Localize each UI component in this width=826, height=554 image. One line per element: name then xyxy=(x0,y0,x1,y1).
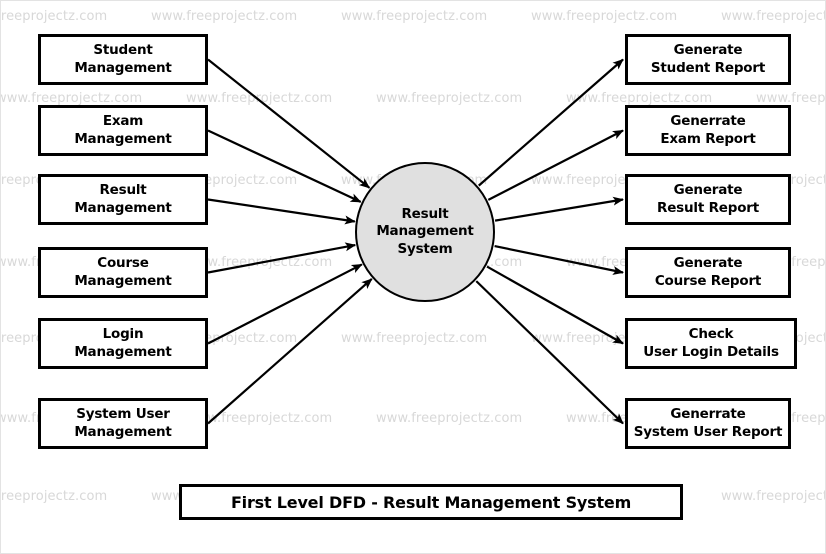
flow-system-user-management-to-process xyxy=(207,278,373,425)
flow-login-management-to-process xyxy=(207,263,363,345)
flow-course-management-to-process xyxy=(207,242,357,274)
watermark-text: www.freeprojectz.com xyxy=(566,91,713,106)
flow-result-management-to-process xyxy=(207,198,356,225)
watermark-text: www.freeprojectz.com xyxy=(151,9,298,24)
watermark-text: www.freeprojectz.com xyxy=(376,411,523,426)
flow-student-management-to-process xyxy=(207,58,371,189)
watermark-text: www.freeprojectz.com xyxy=(341,9,488,24)
flow-process-to-generate-course-report xyxy=(494,245,624,275)
watermark-text: www.freeprojectz.com xyxy=(721,9,826,24)
watermark-text: www.freeprojectz.com xyxy=(531,9,678,24)
flow-process-to-generrate-exam-report xyxy=(487,129,624,201)
watermark-text: www.freeprojectz.com xyxy=(721,489,826,504)
flow-process-to-check-user-login-details xyxy=(486,265,624,345)
flow-exam-management-to-process xyxy=(207,129,362,203)
watermark-text: www.freeprojectz.com xyxy=(0,91,143,106)
diagram-caption-label: First Level DFD - Result Management Syst… xyxy=(230,492,632,512)
watermark-text: www.freeprojectz.com xyxy=(376,91,523,106)
flow-process-to-generate-student-report xyxy=(478,58,624,187)
watermark-text: www.freeprojectz.com xyxy=(0,9,108,24)
watermark-text: www.freeprojectz.com xyxy=(0,489,108,504)
diagram-caption-box: First Level DFD - Result Management Syst… xyxy=(179,484,683,520)
flow-process-to-generate-result-report xyxy=(494,196,624,222)
watermark-text: www.freeprojectz.com xyxy=(341,331,488,346)
flow-process-to-generrate-system-user-report xyxy=(475,280,624,425)
watermark-text: www.freeprojectz.com xyxy=(756,91,826,106)
watermark-text: www.freeprojectz.com xyxy=(186,91,333,106)
